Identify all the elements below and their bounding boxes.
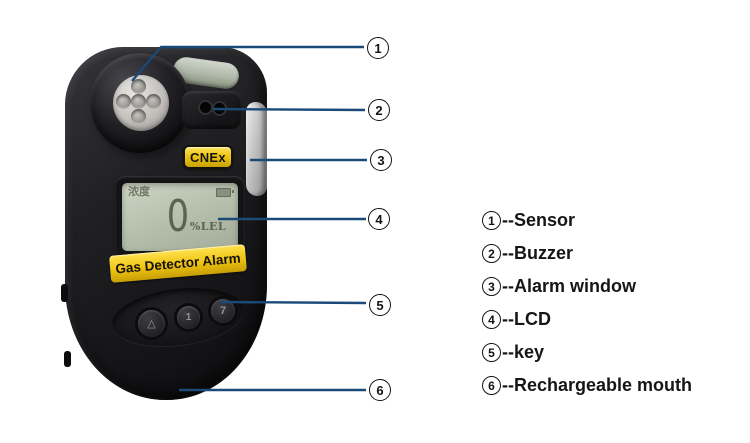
legend-item-key: 5 --key <box>482 342 692 363</box>
circled-number: 4 <box>482 310 501 329</box>
battery-icon <box>216 188 234 197</box>
callout-balloon-2: 2 <box>368 99 390 121</box>
callout-balloon-1: 1 <box>367 37 389 59</box>
key-up-button: △ <box>138 310 165 337</box>
callout-balloon-5: 5 <box>369 294 391 316</box>
legend-label: --Rechargeable mouth <box>502 375 693 395</box>
sensor-face <box>113 75 169 131</box>
cnex-badge: CNEx <box>183 145 233 169</box>
legend-label: --LCD <box>502 309 551 329</box>
legend-label: --Sensor <box>502 210 576 230</box>
sensor-hole <box>116 94 131 109</box>
callout-balloon-4: 4 <box>368 208 390 230</box>
lcd-reading-unit: %LEL <box>189 220 227 233</box>
alarm-window <box>246 102 267 196</box>
legend-label: --Alarm window <box>502 276 636 296</box>
callout-number: 3 <box>377 152 385 168</box>
sensor-hole <box>131 94 146 109</box>
callout-balloon-6: 6 <box>369 379 391 401</box>
key-down-button: 7 <box>211 299 235 323</box>
cnex-badge-label: CNEx <box>190 149 226 165</box>
legend-label: --Buzzer <box>502 243 573 263</box>
circled-number: 6 <box>482 376 501 395</box>
circled-number: 1 <box>482 211 501 230</box>
lcd-concentration-label: 浓度 <box>128 186 150 198</box>
legend-item-lcd: 4 --LCD <box>482 309 692 330</box>
callout-number: 2 <box>375 102 383 118</box>
buzzer-hole <box>214 103 225 114</box>
circled-number: 5 <box>482 343 501 362</box>
callout-number: 1 <box>374 40 382 56</box>
legend-item-rechargeable-mouth: 6 --Rechargeable mouth <box>482 375 692 396</box>
circled-number: 2 <box>482 244 501 263</box>
legend: 1 --Sensor 2 --Buzzer 3 --Alarm window 4… <box>482 210 692 396</box>
key-up-glyph: △ <box>147 318 156 330</box>
legend-item-buzzer: 2 --Buzzer <box>482 243 692 264</box>
buzzer-panel <box>182 91 241 129</box>
sensor-hole <box>131 79 146 94</box>
callout-number: 6 <box>376 382 384 398</box>
lcd-reading-value: 0 <box>166 191 190 242</box>
device-edge-nub <box>61 284 68 302</box>
key-power-glyph: 1 <box>185 312 192 323</box>
device-edge-nub <box>64 351 71 367</box>
sensor-hole <box>131 109 146 124</box>
product-label-text: Gas Detector Alarm <box>114 250 242 277</box>
callout-number: 4 <box>375 211 383 227</box>
lcd-screen: 浓度 0 %LEL <box>122 183 238 251</box>
sensor-hole <box>146 94 161 109</box>
legend-item-alarm-window: 3 --Alarm window <box>482 276 692 297</box>
legend-item-sensor: 1 --Sensor <box>482 210 692 231</box>
circled-number: 3 <box>482 277 501 296</box>
key-down-glyph: 7 <box>219 305 227 317</box>
key-power-button: 1 <box>177 306 200 329</box>
legend-label: --key <box>502 342 545 362</box>
callout-number: 5 <box>376 297 384 313</box>
buzzer-hole <box>200 102 211 113</box>
callout-balloon-3: 3 <box>370 149 392 171</box>
